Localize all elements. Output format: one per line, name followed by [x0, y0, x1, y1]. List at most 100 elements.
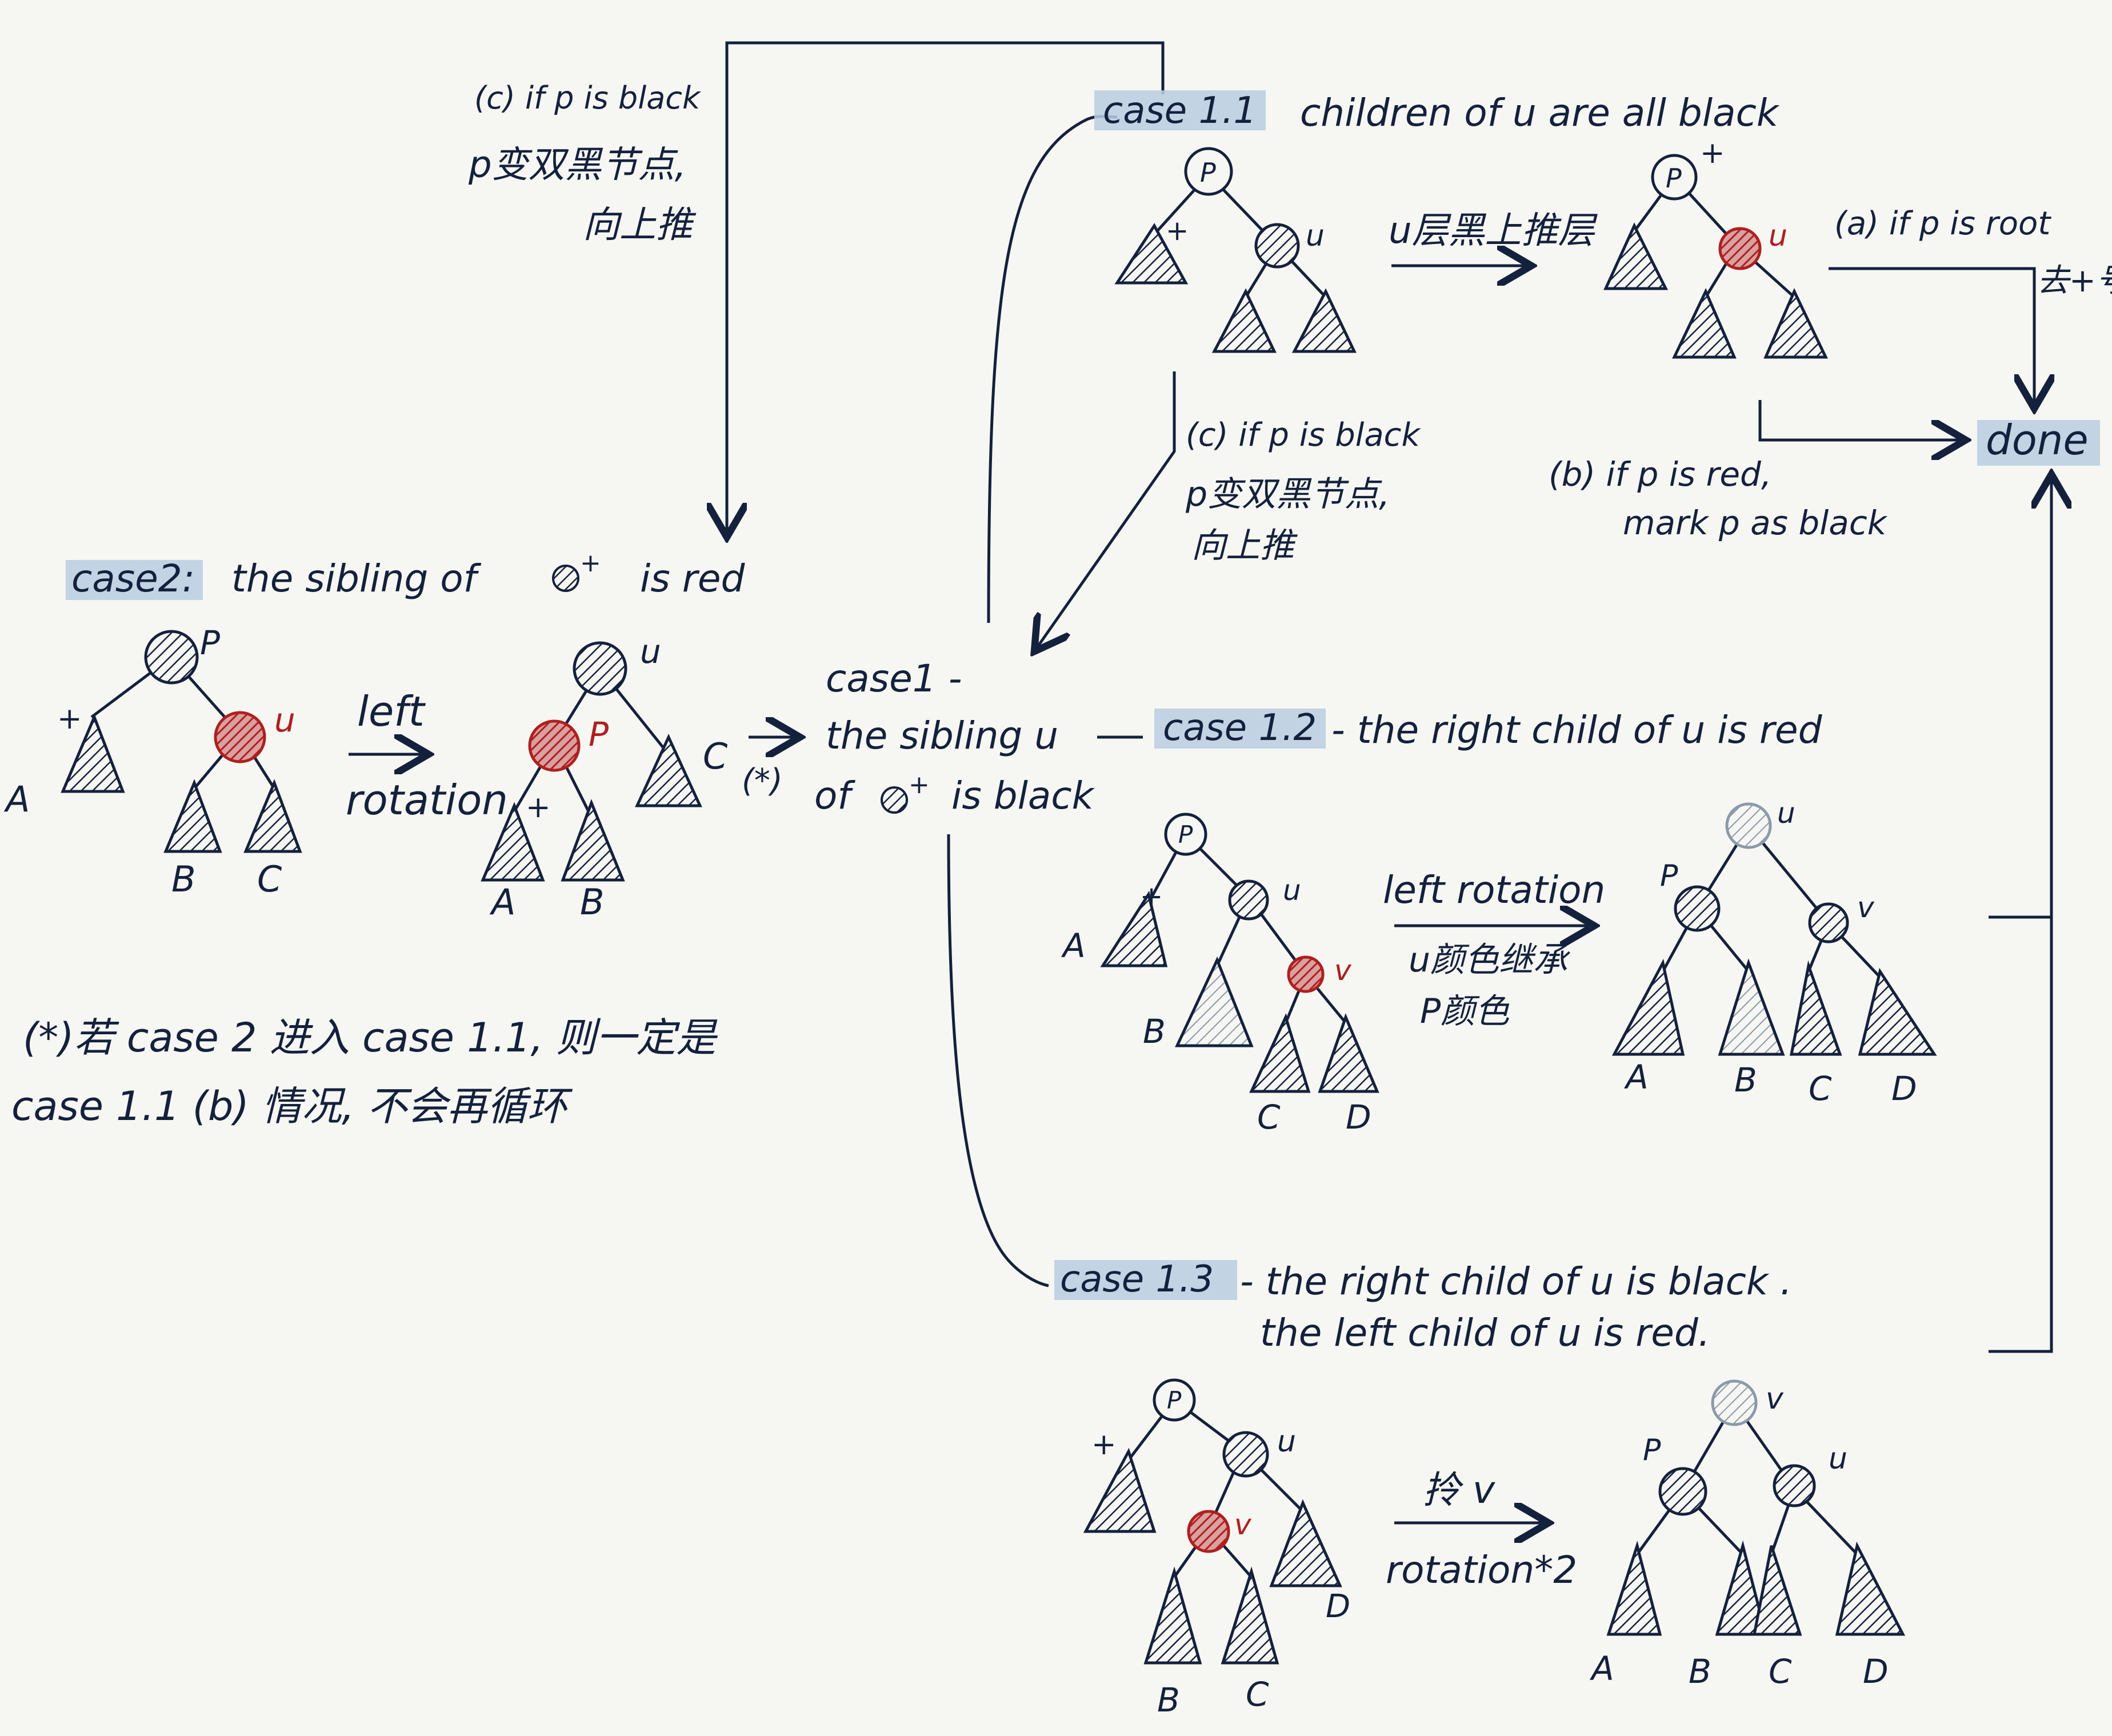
- node-v-red: [1187, 1510, 1230, 1553]
- subtree-C: [1789, 960, 1842, 1056]
- label-B: B: [1143, 1012, 1166, 1051]
- case11-tag: case 1.1: [1103, 90, 1257, 132]
- label-plus: +: [57, 702, 82, 736]
- case13-tag: case 1.3: [1060, 1258, 1214, 1301]
- node-u: [1228, 879, 1269, 921]
- label-D: D: [1891, 1069, 1917, 1108]
- connector-a-to-done: [1829, 267, 2034, 409]
- case13-line1: - the right child of u is black .: [1240, 1259, 1792, 1303]
- node-p: [144, 630, 199, 685]
- subtree-C: [1249, 1013, 1311, 1093]
- node-u-gray: [1725, 802, 1772, 849]
- subtree-D: [1858, 967, 1937, 1056]
- label-plus: +: [1166, 215, 1189, 247]
- tree-case2-before: [61, 630, 302, 853]
- case12-text: - the right child of u is red: [1331, 708, 1823, 752]
- node-p: [1658, 1467, 1707, 1516]
- case13-highlight: [1054, 1260, 1237, 1300]
- label-B: B: [1157, 1681, 1180, 1719]
- a-line1: (a) if p is root: [1834, 205, 2051, 242]
- arrow-lift-v-label: 拎 v: [1423, 1468, 1495, 1512]
- label-p: P: [1660, 859, 1678, 893]
- label-u: u: [1277, 1425, 1296, 1459]
- a-line2: 去+号: [2037, 262, 2112, 299]
- text-labels: case2: the sibling of + is red case1 - t…: [11, 80, 2112, 1592]
- case2-text: the sibling of: [231, 557, 482, 601]
- transform-arrows: [349, 266, 1594, 1523]
- subtree-u-right: [1763, 287, 1828, 359]
- arrow-u-black-up-label: u层黑上推层: [1389, 210, 1598, 252]
- case11-highlight: [1094, 90, 1266, 130]
- arrow-left-rotation-label: left rotation: [1383, 868, 1605, 912]
- c-mid-line1: (c) if p is black: [1186, 417, 1421, 454]
- label-v: v: [1334, 954, 1352, 987]
- label-p: P: [1178, 821, 1193, 849]
- connector-lines: [727, 41, 2051, 1353]
- arrow-u-color-label: u颜色继承: [1409, 940, 1570, 980]
- case2-highlight: [66, 560, 203, 600]
- subtree-D: [1835, 1541, 1906, 1636]
- arrow-left-label: left: [357, 687, 426, 735]
- subtree-A: [481, 802, 545, 882]
- subtree-A: [1606, 1541, 1662, 1636]
- tree-case13-before: [1083, 1378, 1342, 1665]
- node-u: [1254, 223, 1300, 269]
- label-v: v: [1857, 891, 1875, 924]
- label-u: u: [1829, 1442, 1847, 1476]
- node-u: [1773, 1464, 1816, 1507]
- case13-line2: the left child of u is red.: [1260, 1311, 1710, 1355]
- label-u: u: [1769, 219, 1787, 253]
- c-top-line2: p变双黑节点,: [468, 144, 686, 186]
- node-v: [1808, 902, 1849, 943]
- node-p-red: [528, 719, 581, 772]
- b-line1: (b) if p is red,: [1549, 455, 1771, 494]
- subtree-C: [635, 733, 702, 807]
- label-p: P: [1200, 157, 1216, 188]
- label-u: u: [274, 701, 295, 739]
- tree-case12-after: [1611, 802, 1937, 1056]
- subtree-B: [1143, 1566, 1202, 1665]
- node-p-white: [1184, 147, 1233, 196]
- label-C: C: [703, 735, 728, 777]
- label-p: P: [1666, 163, 1682, 194]
- label-p: P: [1643, 1433, 1661, 1467]
- connector-b-to-done: [1758, 400, 1966, 440]
- trees: [61, 147, 1937, 1665]
- subtree-A: [1611, 958, 1685, 1056]
- node-u-red: [1718, 227, 1762, 270]
- arrow-p-color-label: P颜色: [1420, 991, 1510, 1031]
- b-line2: mark p as black: [1623, 503, 1888, 542]
- subtree-A: [1100, 890, 1168, 967]
- node-v-red: [1287, 955, 1325, 993]
- case12-tag: case 1.2: [1163, 707, 1317, 749]
- arrow-rotation-label: rotation: [346, 776, 508, 824]
- label-v: v: [1234, 1508, 1252, 1541]
- label-plus: +: [1091, 1427, 1117, 1462]
- double-black-plus-2: +: [909, 770, 930, 799]
- label-plus: +: [526, 790, 551, 825]
- connector-bracket-to-done: [1989, 474, 2051, 1353]
- tree-case12-before: [1100, 813, 1379, 1093]
- subtree-u-right: [1291, 288, 1357, 353]
- subtree-B: [561, 799, 625, 882]
- subtree-left: [1603, 222, 1669, 290]
- subtree-C: [1752, 1545, 1802, 1636]
- label-C: C: [1769, 1652, 1792, 1691]
- case2-tail: is red: [640, 557, 745, 601]
- c-top-line1: (c) if p is black: [474, 80, 702, 116]
- label-B: B: [1734, 1061, 1757, 1099]
- subtree-left: [1083, 1447, 1157, 1533]
- tree-case11-before: [1114, 147, 1357, 353]
- label-A: A: [1623, 1058, 1649, 1097]
- note-line1: (*)若 case 2 进入 case 1.1, 则一定是: [23, 1014, 718, 1061]
- double-black-symbol-icon: [552, 565, 579, 592]
- note-line2: case 1.1 (b) 情况, 不会再循环: [11, 1083, 573, 1130]
- label-B: B: [580, 881, 605, 923]
- connector-c-mid: [1034, 371, 1176, 651]
- case1-tail: is black: [951, 774, 1095, 818]
- case11-text: children of u are all black: [1300, 91, 1780, 135]
- subtree-B: [1718, 958, 1785, 1056]
- label-u: u: [1306, 219, 1325, 253]
- subtree-C: [1221, 1566, 1279, 1665]
- c-top-line3: 向上推: [583, 204, 697, 246]
